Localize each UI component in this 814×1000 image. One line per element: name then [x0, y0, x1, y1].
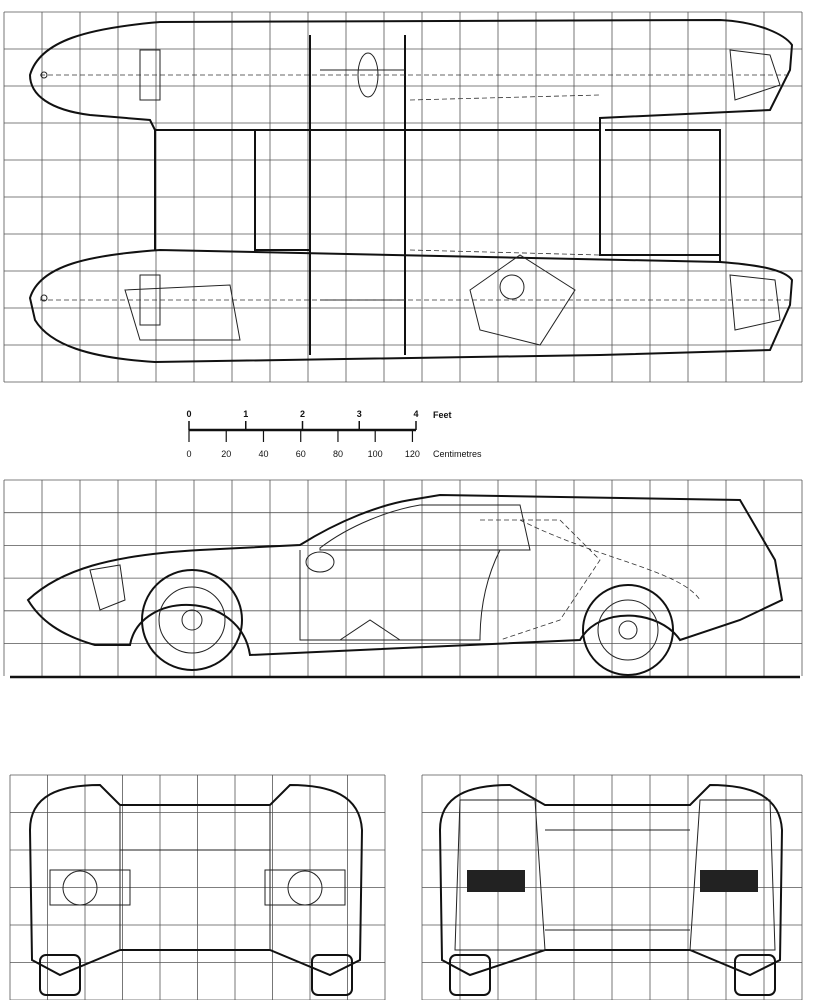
side-filler-cap [305, 551, 335, 573]
top-nose-light [40, 71, 48, 79]
top-nose-light [40, 294, 48, 302]
top-hull-lower [28, 248, 794, 364]
front-right-lamp [287, 870, 323, 906]
rear-body-outline [438, 783, 784, 977]
top-engine [124, 254, 576, 346]
feet-tick-label: 2 [299, 409, 306, 419]
front-left-lamp [62, 870, 98, 906]
front-elevation-view [28, 783, 364, 996]
rear-right-taillight [700, 870, 758, 892]
feet-tick-label: 4 [413, 409, 419, 419]
cm-tick-label: 80 [332, 449, 343, 459]
top-hull-upper [28, 18, 794, 131]
top-engine-part [499, 274, 525, 300]
feet-tick-label: 3 [356, 409, 362, 419]
grid-top-view [3, 11, 803, 383]
top-centerline [40, 74, 790, 301]
front-left-tire [39, 954, 81, 996]
cm-tick-label: 100 [367, 449, 383, 459]
rear-elevation-view [438, 783, 784, 996]
cm-tick-label: 60 [295, 449, 306, 459]
rear-wheel-tire [582, 584, 674, 676]
feet-tick-label: 0 [186, 409, 192, 419]
grid-side-view [3, 479, 803, 676]
cm-tick-label: 20 [221, 449, 232, 459]
cm-tick-label: 40 [258, 449, 269, 459]
feet-tick-label: 1 [243, 409, 249, 419]
front-wheel-rim [158, 586, 226, 654]
rear-left-taillight [467, 870, 525, 892]
rear-wheel-hub [618, 620, 638, 640]
side-engine-lines [480, 519, 701, 641]
side-window [299, 504, 531, 641]
front-wheel-tire [141, 569, 243, 671]
rear-wheel-rim [597, 599, 659, 661]
scale-bar [188, 421, 417, 442]
front-body-outline [28, 783, 364, 977]
cm-tick-label: 120 [404, 449, 420, 459]
side-belly [339, 619, 401, 641]
front-headlights [49, 805, 346, 950]
rear-right-tire [734, 954, 776, 996]
feet-unit-label: Feet [433, 410, 452, 420]
rear-left-tire [449, 954, 491, 996]
front-right-tire [311, 954, 353, 996]
top-plan-view [28, 18, 794, 364]
side-headlight [89, 564, 126, 611]
top-center-body [154, 35, 721, 355]
front-wheel-hub [181, 609, 203, 631]
rear-pods [454, 799, 776, 951]
cm-tick-label: 0 [186, 449, 192, 459]
grid-front-view [9, 774, 386, 1000]
side-elevation-view [10, 493, 800, 679]
side-body-outline [26, 493, 784, 657]
cm-unit-label: Centimetres [433, 449, 482, 459]
